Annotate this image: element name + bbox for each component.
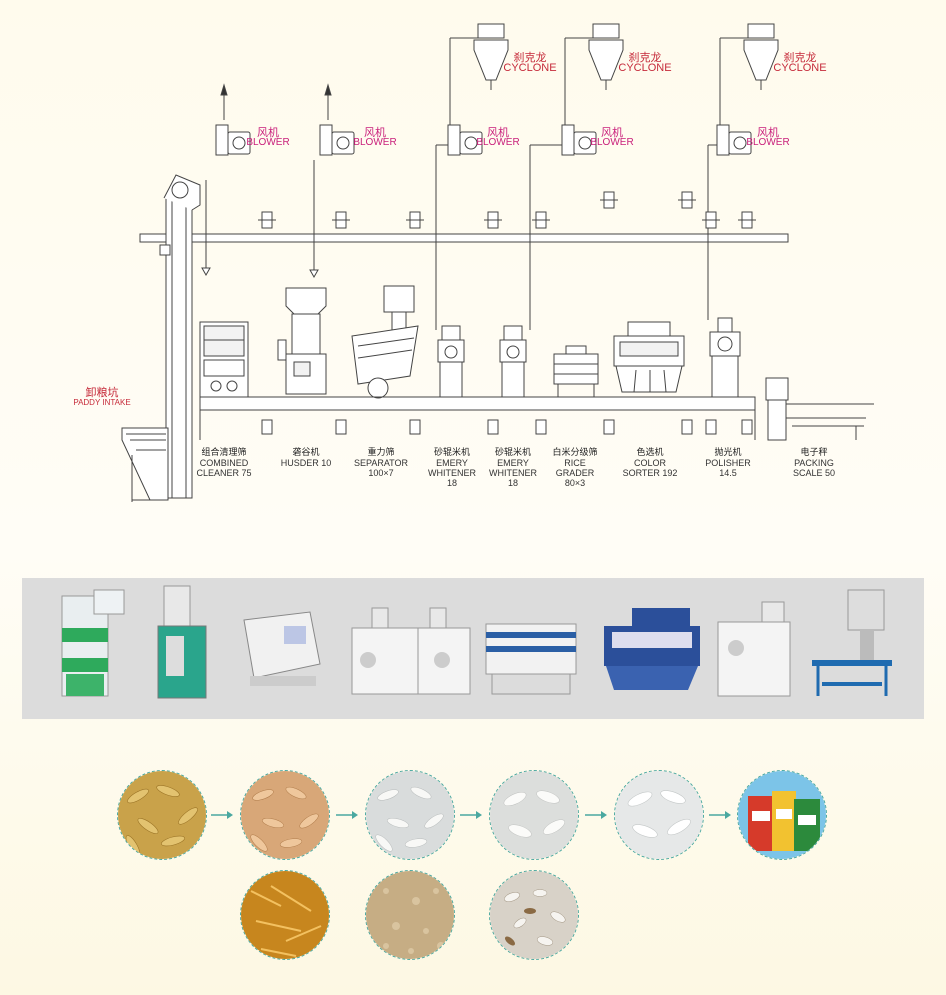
platform-valves bbox=[261, 419, 753, 435]
combined-cleaner-drawing bbox=[199, 321, 249, 398]
cyclone-3 bbox=[743, 23, 779, 90]
husker-drawing bbox=[277, 287, 327, 395]
arrow-right-icon bbox=[336, 811, 358, 819]
color-sorter-drawing bbox=[613, 321, 685, 393]
bucket-elevator bbox=[159, 174, 201, 499]
lower-platform bbox=[199, 396, 756, 411]
graded-rice-icon bbox=[489, 770, 579, 860]
upper-beam bbox=[139, 233, 789, 243]
polished-rice-icon bbox=[614, 770, 704, 860]
cyclone-2 bbox=[588, 23, 624, 90]
bran-icon bbox=[365, 870, 455, 960]
blower-4 bbox=[561, 124, 597, 156]
arrow-right-icon bbox=[211, 811, 233, 819]
cyclone-1 bbox=[473, 23, 509, 90]
process-flow-diagram bbox=[121, 23, 874, 502]
packing-scale-machine-icon bbox=[812, 589, 892, 696]
husk-icon bbox=[240, 870, 330, 960]
polisher-machine-icon bbox=[717, 601, 791, 697]
broken-rice-icon bbox=[489, 870, 579, 960]
paddy-intake-hopper bbox=[121, 427, 169, 502]
emery-whitener-2-drawing bbox=[499, 325, 527, 398]
color-sorter-machine-icon bbox=[604, 608, 700, 690]
whitener-machine-icon bbox=[351, 607, 419, 695]
white-rice-icon bbox=[365, 770, 455, 860]
blower-1 bbox=[215, 124, 251, 156]
blower-2 bbox=[319, 124, 355, 156]
gravity-separator-drawing bbox=[351, 285, 419, 399]
rice-grader-drawing bbox=[553, 345, 599, 397]
blower-5 bbox=[716, 124, 752, 156]
arrow-right-icon bbox=[460, 811, 482, 819]
arrow-right-icon bbox=[709, 811, 731, 819]
machine-photo-strip bbox=[22, 578, 924, 719]
grader-machine-icon bbox=[485, 623, 577, 695]
paddy-icon bbox=[117, 770, 207, 860]
beam-valves bbox=[258, 191, 756, 229]
packaged-rice-icon bbox=[737, 770, 827, 860]
blower-3 bbox=[447, 124, 483, 156]
whitener-machine-icon-2 bbox=[417, 607, 471, 695]
arrow-right-icon bbox=[585, 811, 607, 819]
packing-scale-drawing bbox=[765, 377, 874, 441]
emery-whitener-1-drawing bbox=[437, 325, 465, 398]
brown-rice-icon bbox=[240, 770, 330, 860]
polisher-drawing bbox=[709, 317, 741, 398]
cleaner-machine-icon bbox=[61, 589, 125, 697]
husker-machine-icon bbox=[157, 585, 207, 699]
separator-machine-icon bbox=[243, 611, 321, 686]
